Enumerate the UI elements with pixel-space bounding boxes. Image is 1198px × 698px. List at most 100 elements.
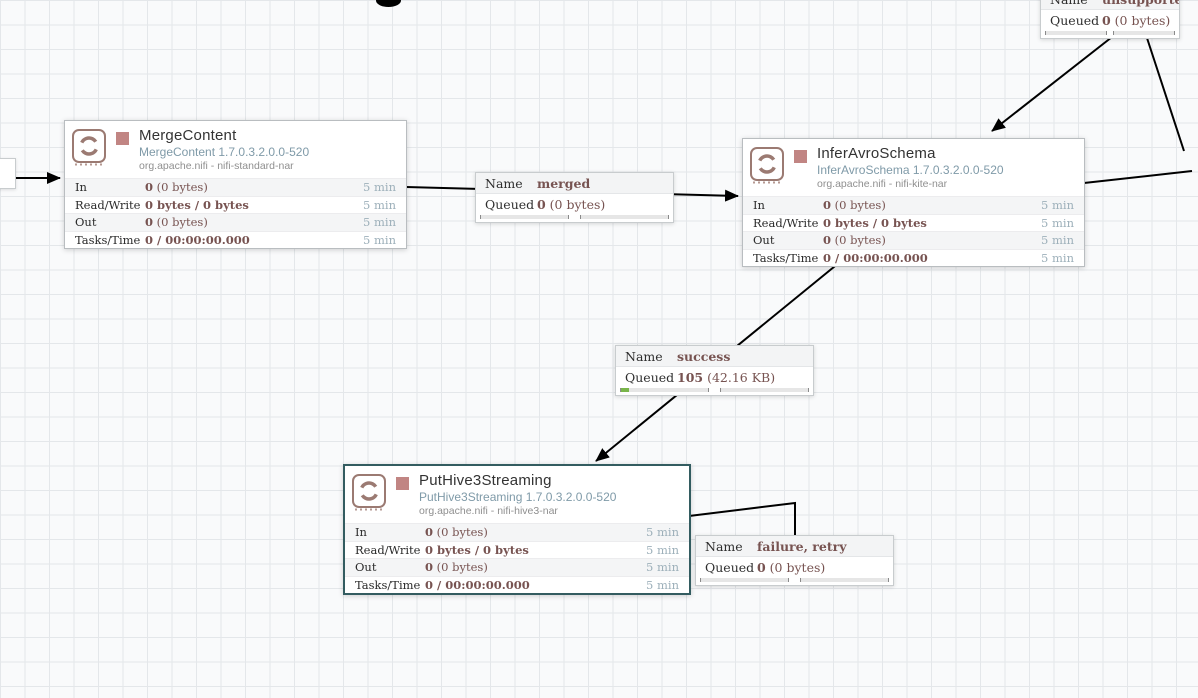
- connection-label-unsupported-cut[interactable]: Name unsupported con Queued 0 (0 bytes): [1040, 0, 1180, 39]
- stat-count: 0: [823, 233, 832, 248]
- connection-label-success[interactable]: Name success Queued 105 (42.16 KB): [615, 345, 814, 396]
- stat-count: 0 / 00:00:00.000: [425, 577, 530, 592]
- stat-value: 0 (0 bytes): [425, 560, 629, 574]
- processor-version: PutHive3Streaming 1.7.0.3.2.0.0-520: [419, 490, 617, 504]
- cursor-fragment: [376, 0, 401, 7]
- processor-stamp-icon: [352, 474, 386, 511]
- stat-label: Tasks/Time: [355, 577, 421, 592]
- stat-value: 0 / 00:00:00.000: [145, 233, 346, 247]
- stat-row-readwrite: Read/Write 0 bytes / 0 bytes 5 min: [345, 540, 689, 559]
- stat-count: 0 bytes / 0 bytes: [145, 197, 249, 212]
- connection-queued-row: Queued 0 (0 bytes): [696, 557, 893, 577]
- queued-key: Queued: [1050, 12, 1100, 28]
- stat-count: 0: [425, 560, 434, 575]
- processor-header: InferAvroSchema InferAvroSchema 1.7.0.3.…: [743, 139, 1084, 196]
- stat-period: 5 min: [363, 180, 396, 195]
- name-key: Name: [1041, 0, 1102, 7]
- stat-detail: (0 bytes): [831, 198, 886, 213]
- processor-mergecontent[interactable]: MergeContent MergeContent 1.7.0.3.2.0.0-…: [64, 120, 407, 249]
- stat-row-in: In 0 (0 bytes) 5 min: [743, 196, 1084, 214]
- backpressure-size-bar: [720, 388, 809, 392]
- name-key: Name: [485, 175, 523, 191]
- stat-period: 5 min: [1041, 215, 1074, 230]
- processor-version: MergeContent 1.7.0.3.2.0.0-520: [139, 145, 310, 159]
- backpressure-bars: [696, 577, 893, 585]
- queued-count: 0: [1102, 12, 1111, 28]
- connection-name-row: Name failure, retry: [696, 536, 893, 557]
- processor-title: MergeContent: [139, 127, 237, 144]
- stat-detail: (0 bytes): [433, 525, 488, 540]
- backpressure-size-bar: [1113, 31, 1175, 35]
- stat-period: 5 min: [1041, 198, 1074, 213]
- queued-size: (0 bytes): [545, 196, 606, 212]
- run-status-stopped-icon: [116, 132, 129, 145]
- queued-count: 0: [537, 196, 546, 212]
- queued-value: 0 (0 bytes): [757, 560, 825, 575]
- stat-row-tasks: Tasks/Time 0 / 00:00:00.000 5 min: [743, 248, 1084, 267]
- processor-bundle: org.apache.nifi - nifi-hive3-nar: [419, 505, 558, 517]
- name-key: Name: [705, 538, 743, 554]
- connection-name-row: Name merged: [476, 173, 673, 194]
- processor-title: PutHive3Streaming: [419, 472, 552, 489]
- stat-label: Out: [753, 233, 775, 248]
- stat-row-out: Out 0 (0 bytes) 5 min: [65, 213, 406, 231]
- processor-stamp-icon: [750, 147, 784, 184]
- connection-queued-row: Queued 0 (0 bytes): [476, 194, 673, 214]
- connection-queued-row: Queued 0 (0 bytes): [1041, 10, 1179, 30]
- stat-label: Out: [75, 215, 97, 230]
- stat-value: 0 bytes / 0 bytes: [823, 216, 1024, 230]
- processor-header: MergeContent MergeContent 1.7.0.3.2.0.0-…: [65, 121, 406, 178]
- backpressure-bars: [1041, 30, 1179, 38]
- stat-detail: (0 bytes): [153, 215, 208, 230]
- backpressure-size-bar: [800, 578, 889, 582]
- stat-period: 5 min: [363, 215, 396, 230]
- stat-row-tasks: Tasks/Time 0 / 00:00:00.000 5 min: [345, 575, 689, 594]
- stat-row-in: In 0 (0 bytes) 5 min: [65, 178, 406, 196]
- queued-key: Queued: [625, 369, 675, 385]
- stat-label: Out: [355, 560, 377, 575]
- stat-count: 0: [145, 215, 154, 230]
- processor-inferavroschema[interactable]: InferAvroSchema InferAvroSchema 1.7.0.3.…: [742, 138, 1085, 267]
- stat-label: Tasks/Time: [75, 232, 141, 247]
- stat-count: 0 / 00:00:00.000: [823, 250, 928, 265]
- stat-period: 5 min: [646, 525, 679, 540]
- stat-label: Read/Write: [355, 542, 421, 557]
- connection-line-inferavroschema-offscreen[interactable]: [1083, 170, 1193, 184]
- stat-value: 0 (0 bytes): [823, 198, 1024, 212]
- backpressure-bars: [476, 214, 673, 222]
- connection-label-left-cut[interactable]: [0, 158, 16, 189]
- connection-name: failure, retry: [757, 538, 847, 554]
- processor-puthive3streaming[interactable]: PutHive3Streaming PutHive3Streaming 1.7.…: [343, 464, 691, 595]
- queued-value: 105 (42.16 KB): [677, 370, 775, 385]
- stat-value: 0 (0 bytes): [425, 525, 629, 539]
- stat-period: 5 min: [646, 560, 679, 575]
- stat-value: 0 (0 bytes): [145, 180, 346, 194]
- stat-detail: (0 bytes): [831, 233, 886, 248]
- backpressure-object-bar: [620, 388, 709, 392]
- processor-version: InferAvroSchema 1.7.0.3.2.0.0-520: [817, 163, 1004, 177]
- stat-label: In: [753, 198, 765, 213]
- queued-key: Queued: [705, 559, 755, 575]
- connection-name: merged: [537, 175, 591, 191]
- stat-label: Read/Write: [753, 215, 819, 230]
- stat-value: 0 bytes / 0 bytes: [425, 543, 629, 557]
- stat-period: 5 min: [363, 232, 396, 247]
- stat-label: In: [75, 180, 87, 195]
- connection-label-failure-retry[interactable]: Name failure, retry Queued 0 (0 bytes): [695, 535, 894, 586]
- connection-line-unsupported-into-inferavroschema[interactable]: [991, 36, 1113, 132]
- connection-line-offscreen-right[interactable]: [1146, 37, 1185, 152]
- connection-label-merged[interactable]: Name merged Queued 0 (0 bytes): [475, 172, 674, 223]
- connection-queued-row: Queued 105 (42.16 KB): [616, 367, 813, 387]
- stat-row-out: Out 0 (0 bytes) 5 min: [743, 231, 1084, 249]
- stat-value: 0 (0 bytes): [823, 233, 1024, 247]
- stat-value: 0 (0 bytes): [145, 215, 346, 229]
- stat-period: 5 min: [1041, 250, 1074, 265]
- connection-name-row: Name success: [616, 346, 813, 367]
- stat-row-readwrite: Read/Write 0 bytes / 0 bytes 5 min: [65, 195, 406, 214]
- stat-row-tasks: Tasks/Time 0 / 00:00:00.000 5 min: [65, 230, 406, 249]
- stat-period: 5 min: [363, 197, 396, 212]
- stat-value: 0 bytes / 0 bytes: [145, 198, 346, 212]
- stat-label: In: [355, 525, 367, 540]
- connection-name-row: Name unsupported con: [1041, 0, 1179, 10]
